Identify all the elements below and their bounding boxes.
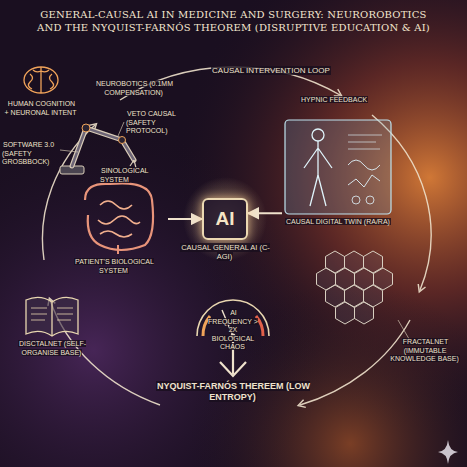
fractal-node: FRACTALNET (IMMUTABLE KNOWLEDGE BASE): [316, 246, 462, 364]
annotation-label: VETO CAUSAL (SAFETY PROTOCOL): [126, 110, 196, 136]
annotation-label: SINOLOGICAL SYSTEM: [100, 167, 174, 184]
node-label: CAUSAL GENERAL AI (C-AGI): [174, 243, 276, 261]
annotation-label: HYPNIC FEEDBACK: [300, 96, 384, 105]
node-label: HUMAN COGNITION + NEURONAL INTENT: [4, 100, 78, 117]
book-node: DISCTALNET (SELF-ORGANISE BASE): [8, 292, 96, 357]
node-label: DISCTALNET (SELF-ORGANISE BASE): [8, 340, 96, 357]
brain-icon: [24, 67, 58, 93]
node-label: AI FREQUENCY > 2X BIOLOGICAL CHAOS: [207, 309, 259, 352]
robot-node: NEUROBOTICS (0.1MM COMPENSATION): [62, 80, 174, 169]
node-label: CAUSAL DIGITAL TWIN (RA/RA): [282, 218, 394, 227]
fractal-hexagons: [317, 251, 393, 324]
sparkle-mark: [438, 440, 458, 464]
diagram-title: GENERAL-CAUSAL AI IN MEDICINE AND SURGER…: [36, 8, 431, 34]
patient-node: PATIENT'S BIOLOGICAL SYSTEM: [60, 178, 168, 275]
brain-node: HUMAN COGNITION + NEURONAL INTENT: [4, 64, 78, 117]
digital-twin-panel: [285, 120, 391, 214]
flow-arrow: [168, 218, 202, 220]
annotation-label: NYQUIST-FARNÓS THEREEM (LOW ENTROPY): [146, 381, 320, 403]
ai-box: AICAUSAL GENERAL AI (C-AGI): [202, 198, 248, 240]
book-icon: [26, 297, 78, 336]
flow-arrow: [248, 212, 282, 214]
digital-twin-node: CAUSAL DIGITAL TWIN (RA/RA): [282, 118, 394, 229]
annotation-label: CAUSAL INTERVENTION LOOP: [196, 66, 346, 76]
node-label: NEUROBOTICS (0.1MM COMPENSATION): [94, 80, 174, 97]
node-label: PATIENT'S BIOLOGICAL SYSTEM: [60, 258, 168, 275]
node-label: FRACTALNET (IMMUTABLE KNOWLEDGE BASE): [390, 338, 460, 364]
annotation-label: SOFTWARE 3.0 (SAFETY GROSBBOCK): [2, 141, 60, 167]
ai-mark: AI: [204, 200, 246, 238]
intestine-icon: [85, 183, 153, 254]
gauge-node: AI FREQUENCY > 2X BIOLOGICAL CHAOS: [195, 292, 271, 352]
